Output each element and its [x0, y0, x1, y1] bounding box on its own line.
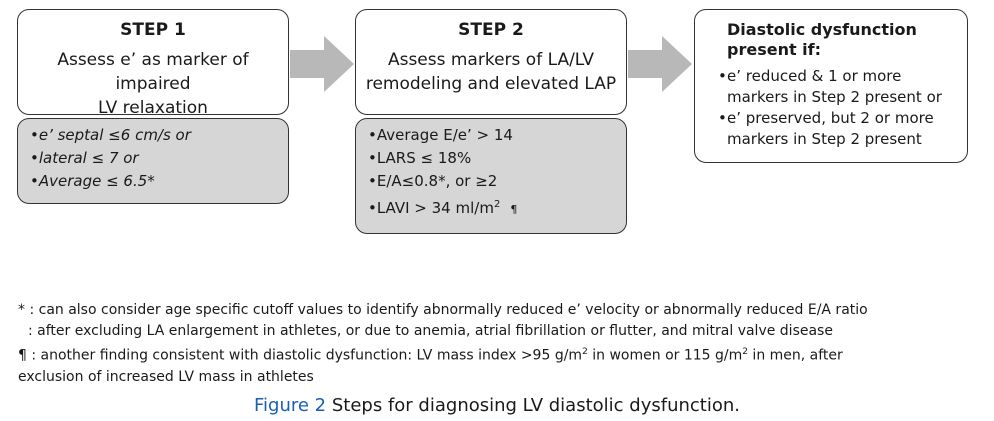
pilcrow-mark: ¶ — [510, 203, 518, 216]
step2-marker-lavi: •LAVI > 34 ml/m2¶ — [368, 199, 518, 217]
step1-title: STEP 1 — [120, 20, 186, 40]
arrow-right-icon — [290, 36, 354, 92]
step1-marker-average: •Average ≤ 6.5* — [30, 172, 155, 190]
result-conditions: • e’ reduced & 1 or more markers in Step… — [718, 66, 967, 150]
step1-description: Assess e’ as marker of impaired LV relax… — [57, 50, 249, 118]
figure-caption: Figure 2 Steps for diagnosing LV diastol… — [0, 395, 994, 416]
result-condition-preserved: • e’ preserved, but 2 or more markers in… — [718, 109, 934, 148]
step2-marker-ee: •Average E/e’ > 14 — [368, 126, 513, 144]
footnote-exclusion: : after excluding LA enlargement in athl… — [28, 323, 833, 339]
step2-description: Assess markers of LA/LV remodeling and e… — [365, 50, 617, 94]
step1-markers: •e’ septal ≤6 cm/s or •lateral ≤ 7 or •A… — [17, 118, 289, 204]
step2-box: STEP 2 Assess markers of LA/LV remodelin… — [355, 9, 627, 115]
figure-label: Figure 2 — [254, 395, 327, 416]
result-box: Diastolic dysfunction present if: • e’ r… — [694, 9, 968, 163]
footnotes: * : can also consider age specific cutof… — [18, 300, 978, 388]
result-title: Diastolic dysfunction present if: — [727, 20, 917, 59]
step2-marker-ea: •E/A≤0.8*, or ≥2 — [368, 172, 498, 190]
step1-marker-septal: •e’ septal ≤6 cm/s or — [30, 126, 191, 144]
figure-caption-text: Steps for diagnosing LV diastolic dysfun… — [331, 395, 740, 416]
step2-title: STEP 2 — [458, 20, 524, 40]
step1-box: STEP 1 Assess e’ as marker of impaired L… — [17, 9, 289, 118]
footnote-pilcrow: ¶ : another finding consistent with dias… — [18, 347, 843, 364]
footnote-asterisk: * : can also consider age specific cutof… — [18, 302, 868, 318]
result-condition-reduced: • e’ reduced & 1 or more markers in Step… — [718, 67, 942, 106]
arrow-right-icon — [628, 36, 692, 92]
step2-markers: •Average E/e’ > 14 •LARS ≤ 18% •E/A≤0.8*… — [355, 118, 627, 234]
step1-marker-lateral: •lateral ≤ 7 or — [30, 149, 139, 167]
footnote-pilcrow-continued: exclusion of increased LV mass in athlet… — [18, 368, 314, 385]
step2-marker-lars: •LARS ≤ 18% — [368, 149, 472, 167]
